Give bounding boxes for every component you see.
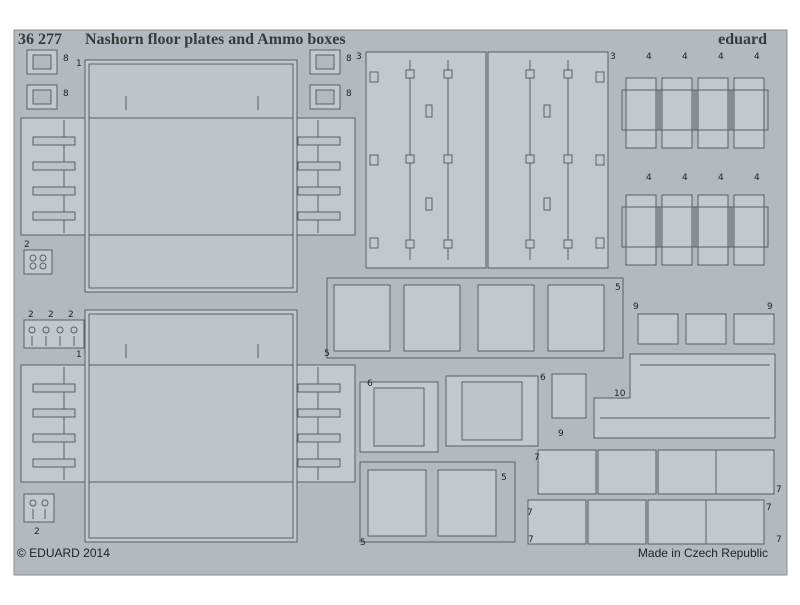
label-part-9: 9 bbox=[633, 302, 639, 312]
label-part-8: 8 bbox=[63, 89, 69, 99]
floor-plate-2 bbox=[20, 309, 356, 543]
floor-plate-1 bbox=[20, 59, 356, 293]
label-part-4: 4 bbox=[754, 52, 760, 62]
sheet-title: Nashorn floor plates and Ammo boxes bbox=[85, 31, 346, 48]
label-part-10: 10 bbox=[614, 389, 626, 399]
ammo-rack-parts-4 bbox=[621, 77, 769, 266]
label-part-6: 6 bbox=[540, 373, 546, 383]
copyright-note: © EDUARD 2014 bbox=[17, 546, 110, 560]
brand-logo: eduard bbox=[718, 31, 767, 48]
label-part-7: 7 bbox=[528, 535, 534, 545]
plate-part-10 bbox=[593, 353, 776, 439]
label-part-5: 5 bbox=[501, 473, 507, 483]
ammo-box-parts-6 bbox=[359, 375, 539, 453]
label-part-5: 5 bbox=[615, 283, 621, 293]
label-part-3: 3 bbox=[356, 52, 362, 62]
label-part-4: 4 bbox=[646, 173, 652, 183]
ammo-box-parts-7 bbox=[527, 449, 775, 545]
ammo-box-parts-5-lower bbox=[359, 461, 516, 543]
label-part-4: 4 bbox=[682, 52, 688, 62]
label-part-4: 4 bbox=[754, 173, 760, 183]
label-part-5: 5 bbox=[324, 349, 330, 359]
label-part-5: 5 bbox=[360, 538, 366, 548]
label-part-2: 2 bbox=[34, 527, 40, 537]
label-part-1: 1 bbox=[76, 350, 82, 360]
label-part-4: 4 bbox=[682, 173, 688, 183]
label-part-3: 3 bbox=[610, 52, 616, 62]
label-part-9: 9 bbox=[558, 429, 564, 439]
floor-panels-3 bbox=[365, 51, 609, 269]
label-part-7: 7 bbox=[527, 508, 533, 518]
ammo-box-parts-5-upper bbox=[326, 277, 624, 359]
label-part-7: 7 bbox=[776, 535, 782, 545]
label-part-4: 4 bbox=[646, 52, 652, 62]
small-parts-9 bbox=[551, 313, 775, 419]
label-part-2: 2 bbox=[68, 310, 74, 320]
label-part-2: 2 bbox=[48, 310, 54, 320]
label-part-6: 6 bbox=[367, 379, 373, 389]
label-part-4: 4 bbox=[718, 173, 724, 183]
sheet-code: 36 277 bbox=[18, 31, 62, 48]
label-part-8: 8 bbox=[63, 54, 69, 64]
label-part-4: 4 bbox=[718, 52, 724, 62]
label-part-8: 8 bbox=[346, 89, 352, 99]
label-part-1: 1 bbox=[76, 59, 82, 69]
label-part-9: 9 bbox=[767, 302, 773, 312]
label-part-2: 2 bbox=[24, 240, 30, 250]
label-part-7: 7 bbox=[766, 503, 772, 513]
label-part-8: 8 bbox=[346, 54, 352, 64]
part-number-labels: 1 1 2 2 2 2 2 3 3 4 4 4 4 4 4 4 4 5 5 5 … bbox=[24, 52, 782, 548]
label-part-7: 7 bbox=[776, 485, 782, 495]
bracket-parts-8 bbox=[26, 49, 341, 110]
origin-note: Made in Czech Republic bbox=[637, 546, 768, 560]
label-part-2: 2 bbox=[28, 310, 34, 320]
label-part-7: 7 bbox=[534, 453, 540, 463]
clip-parts-2 bbox=[23, 249, 85, 523]
